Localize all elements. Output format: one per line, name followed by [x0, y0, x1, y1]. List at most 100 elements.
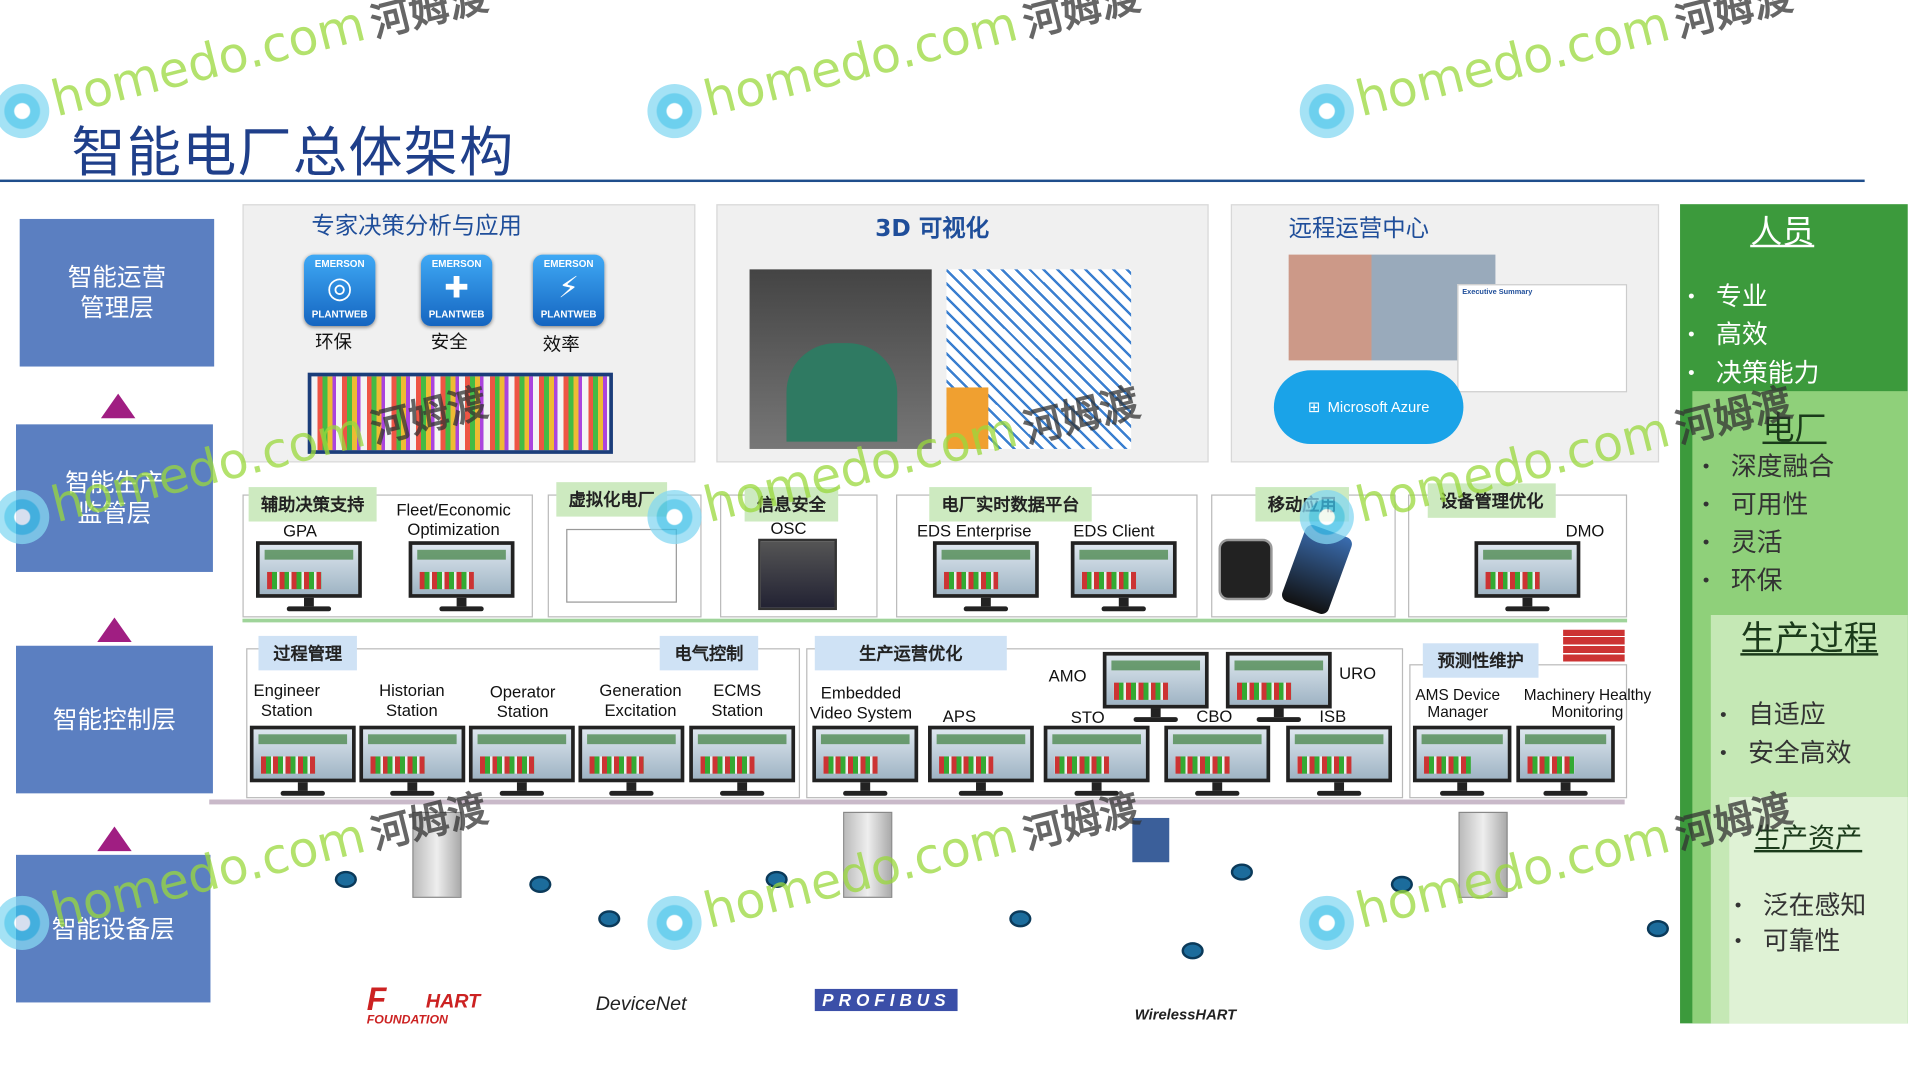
expert-decision-panel: 专家决策分析与应用 EMERSON◎PLANTWEB 环保 EMERSON✚PL… [242, 204, 696, 463]
devicenet-logo: DeviceNet [595, 993, 687, 1015]
monitor-icon [1070, 541, 1177, 612]
system-label: ISB [1319, 707, 1347, 726]
monitor-icon [1516, 725, 1615, 797]
system-label: GPA [283, 521, 317, 540]
assets-title: 生产资产 [1753, 824, 1863, 855]
structure-3d-image [946, 269, 1132, 449]
monitor-icon [1286, 725, 1393, 797]
system-label: CBO [1196, 707, 1233, 726]
list-item: 可用性 [1701, 486, 1834, 524]
app-label: 效率 [542, 334, 580, 356]
people-title: 人员 [1750, 214, 1815, 251]
watermark: homedo.com河姆渡 [641, 0, 1145, 144]
transmitter-icon [765, 870, 788, 889]
transmitter-icon [1181, 942, 1204, 960]
arrow-up-icon [100, 393, 136, 419]
plantweb-advisor-environment-icon: EMERSON◎PLANTWEB [304, 254, 376, 326]
transmitter-icon [1390, 875, 1413, 893]
network-bus [242, 618, 1628, 623]
3d-visualization-panel: 3D 可视化 [716, 204, 1209, 463]
system-label: OSC [770, 519, 807, 538]
list-item: 安全高效 [1718, 734, 1851, 772]
system-label: AMS Device Manager [1415, 686, 1501, 721]
list-item: 可靠性 [1733, 924, 1866, 960]
microsoft-azure-cloud: ⊞Microsoft Azure [1273, 370, 1464, 445]
monitor-icon [578, 725, 685, 797]
layer-intelligent-devices: 智能设备层 [16, 854, 211, 1003]
title-divider [0, 179, 1865, 183]
transmitter-icon [1646, 920, 1669, 938]
layer-intelligent-control: 智能控制层 [16, 645, 213, 794]
system-label: DMO [1565, 521, 1605, 540]
monitor-icon [249, 725, 356, 797]
list-item: 深度融合 [1701, 448, 1834, 486]
list-item: 环保 [1701, 562, 1834, 600]
gateway-device-icon [412, 811, 462, 898]
plantweb-advisor-efficiency-icon: EMERSON⚡PLANTWEB [532, 254, 605, 326]
group-tab: 过程管理 [258, 635, 357, 671]
monitor-icon [1043, 725, 1150, 797]
system-label: Engineer Station [253, 681, 321, 720]
list-item: 专业 [1686, 278, 1819, 316]
monitor-icon [1474, 541, 1581, 612]
system-label: Operator Station [489, 682, 556, 721]
monitor-icon [1225, 651, 1332, 723]
list-item: 灵活 [1701, 524, 1834, 562]
monitor-icon [932, 541, 1039, 612]
firewall-icon [1563, 629, 1625, 662]
system-label: Machinery Healthy Monitoring [1523, 686, 1652, 721]
control-network-bus [209, 799, 1625, 805]
list-item: 泛在感知 [1733, 888, 1866, 924]
page-title: 智能电厂总体架构 [71, 121, 515, 185]
monitor-icon [1412, 725, 1512, 797]
group-tab: 预测性维护 [1422, 643, 1539, 678]
transmitter-icon [529, 875, 552, 893]
group-tab: 虚拟化电厂 [556, 482, 668, 517]
plant-title: 电厂 [1762, 410, 1827, 448]
process-title: 生产过程 [1740, 618, 1879, 660]
arrow-up-icon [97, 826, 132, 852]
group-tab: 电厂实时数据平台 [929, 487, 1092, 522]
group-tab: 生产运营优化 [814, 635, 1007, 671]
monitor-icon [408, 541, 515, 612]
turbine-3d-image [749, 269, 932, 449]
system-label: URO [1339, 664, 1377, 683]
watermark: homedo.com河姆渡 [1293, 0, 1797, 144]
smartwatch-icon [1218, 538, 1273, 601]
group-tab: 辅助决策支持 [248, 487, 377, 522]
app-label: 环保 [315, 332, 353, 354]
transmitter-icon [334, 870, 357, 889]
virtual-plant-image [566, 528, 677, 603]
monitor-icon [256, 541, 362, 612]
assets-list: 泛在感知 可靠性 [1733, 888, 1866, 959]
monitor-icon [928, 725, 1034, 797]
transmitter-icon [1009, 910, 1032, 928]
profibus-logo: PROFIBUS [814, 988, 958, 1012]
system-label: Fleet/Economic Optimization [396, 500, 511, 539]
system-label: AMO [1048, 666, 1087, 686]
group-tab: 电气控制 [659, 635, 759, 671]
process-list: 自适应 安全高效 [1718, 696, 1851, 772]
monitor-icon [1164, 725, 1271, 797]
app-label: 安全 [430, 332, 468, 354]
windows-icon: ⊞ [1307, 398, 1321, 416]
system-label: ECMS Station [711, 681, 764, 720]
group-tab: 移动应用 [1255, 487, 1349, 522]
people-list: 专业 高效 决策能力 [1686, 278, 1819, 392]
panel-title: 远程运营中心 [1288, 215, 1429, 243]
transmitter-icon [1230, 863, 1253, 881]
gateway-device-icon [843, 811, 893, 898]
system-label: APS [942, 707, 977, 726]
system-label: EDS Client [1073, 521, 1155, 540]
monitor-icon [812, 725, 919, 797]
list-item: 决策能力 [1686, 354, 1819, 392]
dashboard-screenshot [307, 372, 613, 454]
monitor-icon [359, 725, 466, 797]
arrow-up-icon [97, 617, 132, 643]
panel-title: 3D 可视化 [875, 215, 990, 243]
system-label: Generation Excitation [599, 681, 682, 720]
wireless-gateway-icon [1132, 817, 1170, 863]
executive-summary-report: Executive Summary [1457, 284, 1628, 393]
